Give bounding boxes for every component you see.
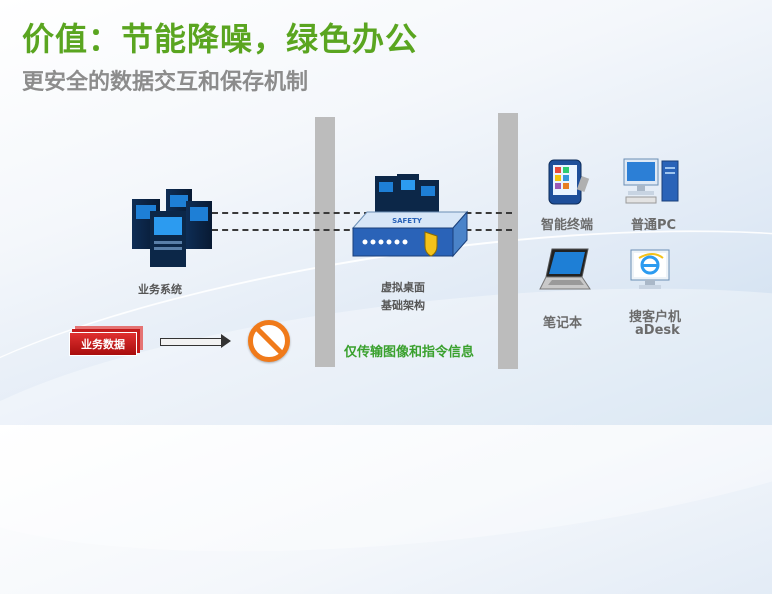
tablet-icon xyxy=(548,159,590,205)
device-label-pc: 普通PC xyxy=(631,218,677,233)
server-stack-icon xyxy=(132,189,212,267)
arrow-body xyxy=(160,338,222,346)
ie-monitor-icon xyxy=(630,249,670,289)
device-label-notebook: 笔记本 xyxy=(543,316,583,331)
flow-note: 仅传输图像和指令信息 xyxy=(344,345,475,360)
forbidden-icon xyxy=(248,320,290,362)
connection-line-top xyxy=(212,212,512,214)
firewall-right xyxy=(498,113,518,369)
safety-appliance-icon: SAFETY xyxy=(351,174,469,258)
device-label-smart-terminal: 智能终端 xyxy=(541,218,594,233)
vdi-label-line1: 虚拟桌面 xyxy=(381,281,425,294)
arrow-right-icon xyxy=(221,334,231,348)
firewall-left xyxy=(315,117,335,367)
appliance-label: SAFETY xyxy=(392,217,423,225)
laptop-icon xyxy=(539,248,591,290)
page-title: 价值：节能降噪，绿色办公 xyxy=(22,20,419,58)
device-label-thin-client: 搜客户机 xyxy=(629,310,682,325)
device-label-adesk: aDesk xyxy=(635,323,680,338)
servers-label: 业务系统 xyxy=(138,283,182,296)
page-subtitle: 更安全的数据交互和保存机制 xyxy=(22,70,309,95)
vdi-label-line2: 基础架构 xyxy=(381,299,425,312)
business-data-tag: 业务数据 xyxy=(69,332,137,356)
desktop-pc-icon xyxy=(623,158,679,204)
